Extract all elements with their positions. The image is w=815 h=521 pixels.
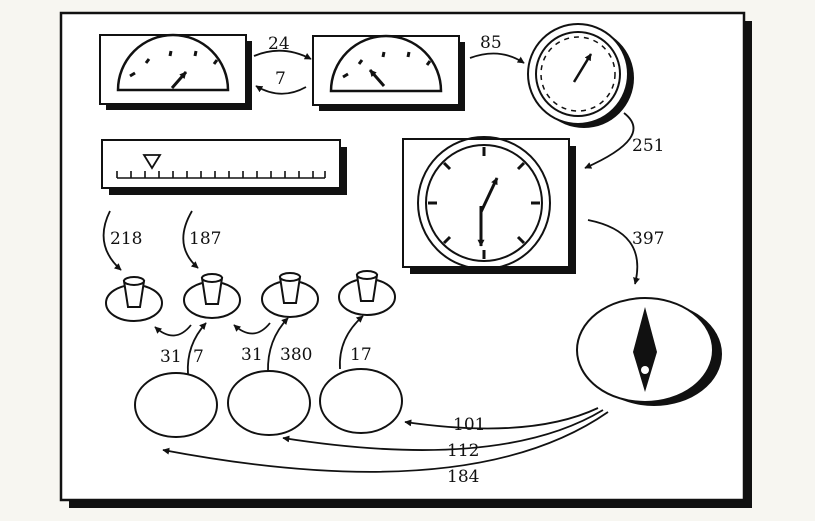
arrow-24-label: 24 — [268, 34, 290, 54]
arrow-101 — [404, 407, 599, 430]
round-dial — [527, 23, 634, 128]
round-dial-icon — [535, 31, 621, 117]
arrow-380 — [267, 317, 289, 373]
arrow-17-label: 17 — [350, 345, 372, 365]
linear-scale-icon — [116, 171, 326, 179]
arrow-31b — [233, 322, 271, 335]
arrow-218-label: 218 — [110, 229, 142, 249]
round-lamp-icon — [227, 370, 311, 436]
push-button — [338, 270, 396, 316]
arrow-7a — [255, 85, 307, 95]
semicircle-gauge-icon — [116, 33, 230, 92]
gauge-right — [312, 34, 465, 111]
round-lamp-icon — [134, 372, 218, 438]
push-button — [261, 272, 319, 318]
compass — [576, 297, 722, 406]
arrow-397 — [587, 219, 640, 285]
gauge-left — [99, 33, 252, 110]
arrow-112-label: 112 — [447, 441, 479, 461]
arrow-251 — [584, 112, 635, 169]
arrow-7a-label: 7 — [275, 69, 286, 89]
arrow-31b-label: 31 — [241, 345, 263, 365]
arrow-24 — [253, 49, 312, 60]
clock-dial-icon — [417, 136, 551, 270]
linear-scale — [101, 139, 347, 195]
arrow-397-label: 397 — [632, 229, 664, 249]
arrow-187-label: 187 — [189, 229, 221, 249]
push-button — [105, 276, 163, 322]
arrow-251-label: 251 — [632, 136, 664, 156]
arrow-7b-label: 7 — [193, 347, 204, 367]
arrow-187 — [182, 210, 199, 269]
arrow-31a — [154, 324, 192, 337]
arrow-380-label: 380 — [280, 345, 312, 365]
semicircle-gauge-icon — [329, 34, 443, 93]
arrow-85 — [469, 52, 525, 64]
arrow-218 — [102, 210, 122, 271]
clock-dial — [402, 136, 576, 274]
arrow-31a-label: 31 — [160, 347, 182, 367]
compass-icon — [633, 307, 657, 392]
arrow-184 — [162, 411, 609, 473]
push-button — [183, 273, 241, 319]
scale-pointer-icon — [142, 154, 162, 170]
round-lamp-icon — [319, 368, 403, 434]
arrow-17 — [339, 315, 364, 370]
arrow-112 — [282, 409, 604, 451]
arrow-7b — [186, 322, 207, 375]
arrow-184-label: 184 — [447, 467, 479, 487]
arrow-101-label: 101 — [453, 415, 485, 435]
arrow-85-label: 85 — [480, 33, 502, 53]
